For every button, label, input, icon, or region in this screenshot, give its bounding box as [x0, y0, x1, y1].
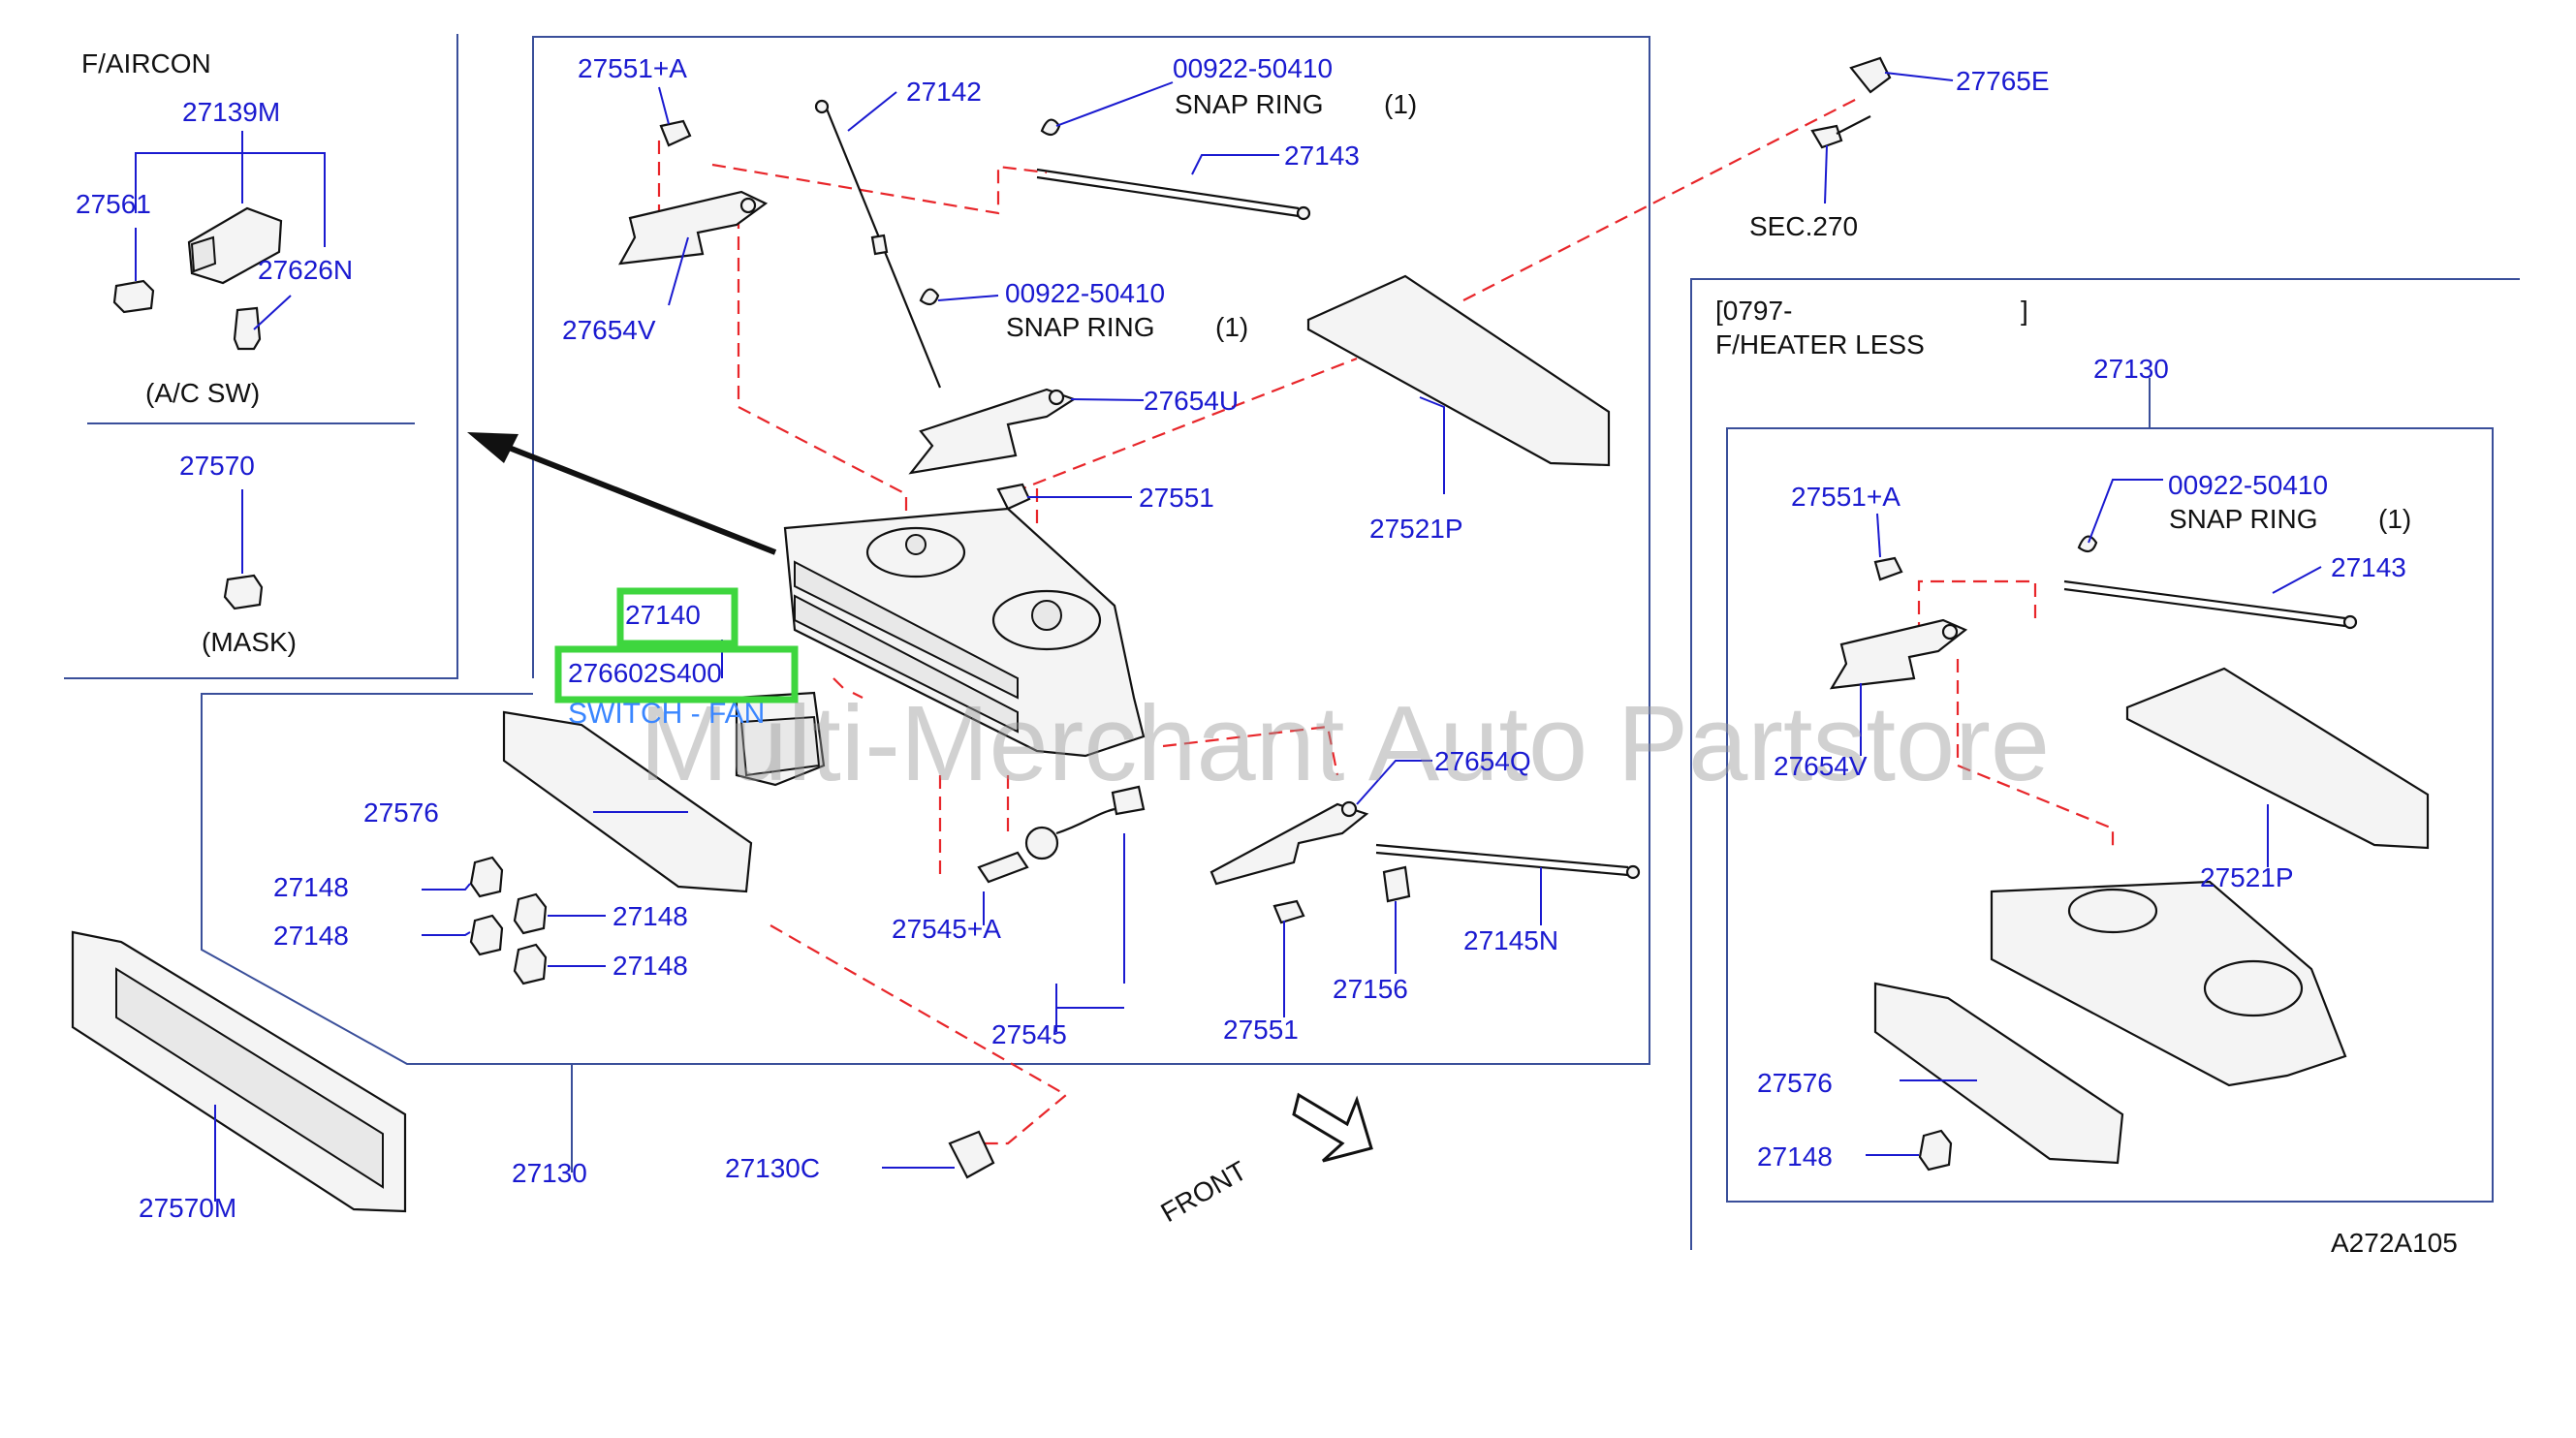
labels: F/AIRCON 27139M 27561 27626N (A/C SW) 27…: [76, 48, 2458, 1258]
mask-note: (MASK): [202, 627, 297, 657]
right-part-label-27521P[interactable]: 27521P: [2200, 862, 2294, 892]
part-label-27145N[interactable]: 27145N: [1463, 925, 1558, 955]
part-label-27654V[interactable]: 27654V: [562, 315, 656, 345]
part-drawings: [71, 56, 2430, 1213]
part-label-27545[interactable]: 27545: [991, 1019, 1067, 1049]
front-direction-label: FRONT: [1156, 1155, 1252, 1228]
part-label-00922-50410-top[interactable]: 00922-50410: [1173, 53, 1333, 83]
snap-ring-qty-top: (1): [1384, 89, 1417, 119]
part-label-27561[interactable]: 27561: [76, 189, 151, 219]
part-label-27156[interactable]: 27156: [1333, 974, 1408, 1004]
part-label-27626N[interactable]: 27626N: [258, 255, 353, 285]
snap-ring-qty-mid: (1): [1215, 312, 1248, 342]
fan-switch-description: SWITCH - FAN: [568, 698, 765, 730]
aircon-title: F/AIRCON: [81, 48, 211, 78]
snap-ring-text-top: SNAP RING: [1175, 89, 1324, 119]
right-part-label-27654V[interactable]: 27654V: [1774, 751, 1868, 781]
part-label-27765E[interactable]: 27765E: [1956, 66, 2050, 96]
part-label-27148-c[interactable]: 27148: [273, 921, 349, 951]
part-label-27551A[interactable]: 27551+A: [578, 53, 687, 83]
right-part-label-27130[interactable]: 27130: [2093, 354, 2169, 384]
snap-ring-text-mid: SNAP RING: [1006, 312, 1155, 342]
part-label-27143[interactable]: 27143: [1284, 141, 1360, 171]
part-label-276602S400[interactable]: 276602S400: [568, 658, 722, 688]
part-label-27576[interactable]: 27576: [363, 797, 439, 828]
right-snap-ring-text: SNAP RING: [2169, 504, 2318, 534]
part-label-00922-50410-mid[interactable]: 00922-50410: [1005, 278, 1165, 308]
diagram-code: A272A105: [2331, 1228, 2458, 1258]
frame-lines: [64, 34, 2520, 1250]
part-label-27570[interactable]: 27570: [179, 451, 255, 481]
direction-arrow: [467, 432, 777, 555]
part-label-27545A[interactable]: 27545+A: [892, 914, 1001, 944]
part-label-27140[interactable]: 27140: [625, 600, 701, 630]
heater-less-title: F/HEATER LESS: [1715, 329, 1925, 360]
part-label-27551[interactable]: 27551: [1139, 483, 1214, 513]
part-label-27139M[interactable]: 27139M: [182, 97, 280, 127]
right-part-label-27143[interactable]: 27143: [2331, 552, 2406, 582]
right-part-label-00922-50410[interactable]: 00922-50410: [2168, 470, 2328, 500]
watermark: Multi-Merchant Auto Partstore: [640, 684, 2050, 803]
right-part-label-27576[interactable]: 27576: [1757, 1068, 1833, 1098]
right-part-label-27148[interactable]: 27148: [1757, 1141, 1833, 1172]
part-label-27570M[interactable]: 27570M: [139, 1193, 236, 1223]
heater-less-range-start: [0797-: [1715, 296, 1792, 326]
part-label-27654Q[interactable]: 27654Q: [1434, 746, 1531, 776]
leader-lines: [135, 72, 2322, 1202]
part-label-27551-lower[interactable]: 27551: [1223, 1015, 1299, 1045]
part-label-27148-d[interactable]: 27148: [613, 951, 688, 981]
part-label-27654U[interactable]: 27654U: [1144, 386, 1239, 416]
part-label-27142[interactable]: 27142: [906, 77, 982, 107]
part-label-27130C[interactable]: 27130C: [725, 1153, 820, 1183]
right-snap-ring-qty: (1): [2378, 504, 2411, 534]
part-label-27130[interactable]: 27130: [512, 1158, 587, 1188]
highlight-boxes: [554, 587, 799, 703]
part-label-27148-a[interactable]: 27148: [273, 872, 349, 902]
part-label-27521P[interactable]: 27521P: [1369, 514, 1463, 544]
ac-switch-note: (A/C SW): [145, 378, 260, 408]
section-reference: SEC.270: [1749, 211, 1858, 241]
part-label-27148-b[interactable]: 27148: [613, 901, 688, 931]
heater-less-range-end: ]: [2021, 296, 2028, 326]
right-part-label-27551A[interactable]: 27551+A: [1791, 482, 1901, 512]
